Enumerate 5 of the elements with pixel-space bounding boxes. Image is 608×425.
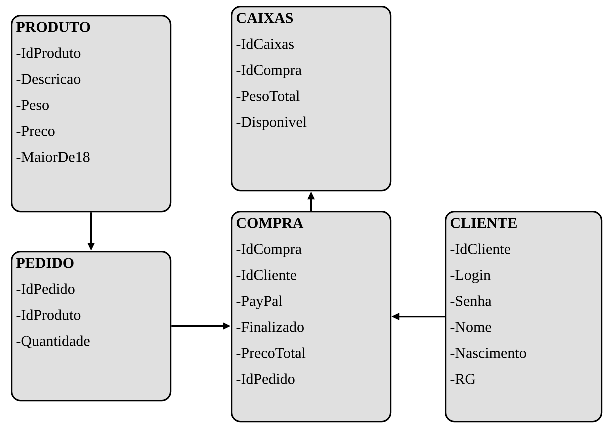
entity-box: PEDIDO -IdPedido -IdProduto -Quantidade bbox=[11, 250, 172, 402]
entity-box: CLIENTE -IdCliente -Login -Senha -Nome -Nascimento -RG bbox=[445, 210, 603, 423]
entity-box: CAIXAS -IdCaixas -IdCompra -PesoTotal -Disponivel bbox=[231, 6, 392, 192]
entity-box: PRODUTO -IdProduto -Descricao -Peso -Preco -MaiorDe18 bbox=[11, 15, 172, 213]
entity-box: COMPRA -IdCompra -IdCliente -PayPal -Finalizado -PrecoTotal -IdPedido bbox=[231, 210, 392, 423]
